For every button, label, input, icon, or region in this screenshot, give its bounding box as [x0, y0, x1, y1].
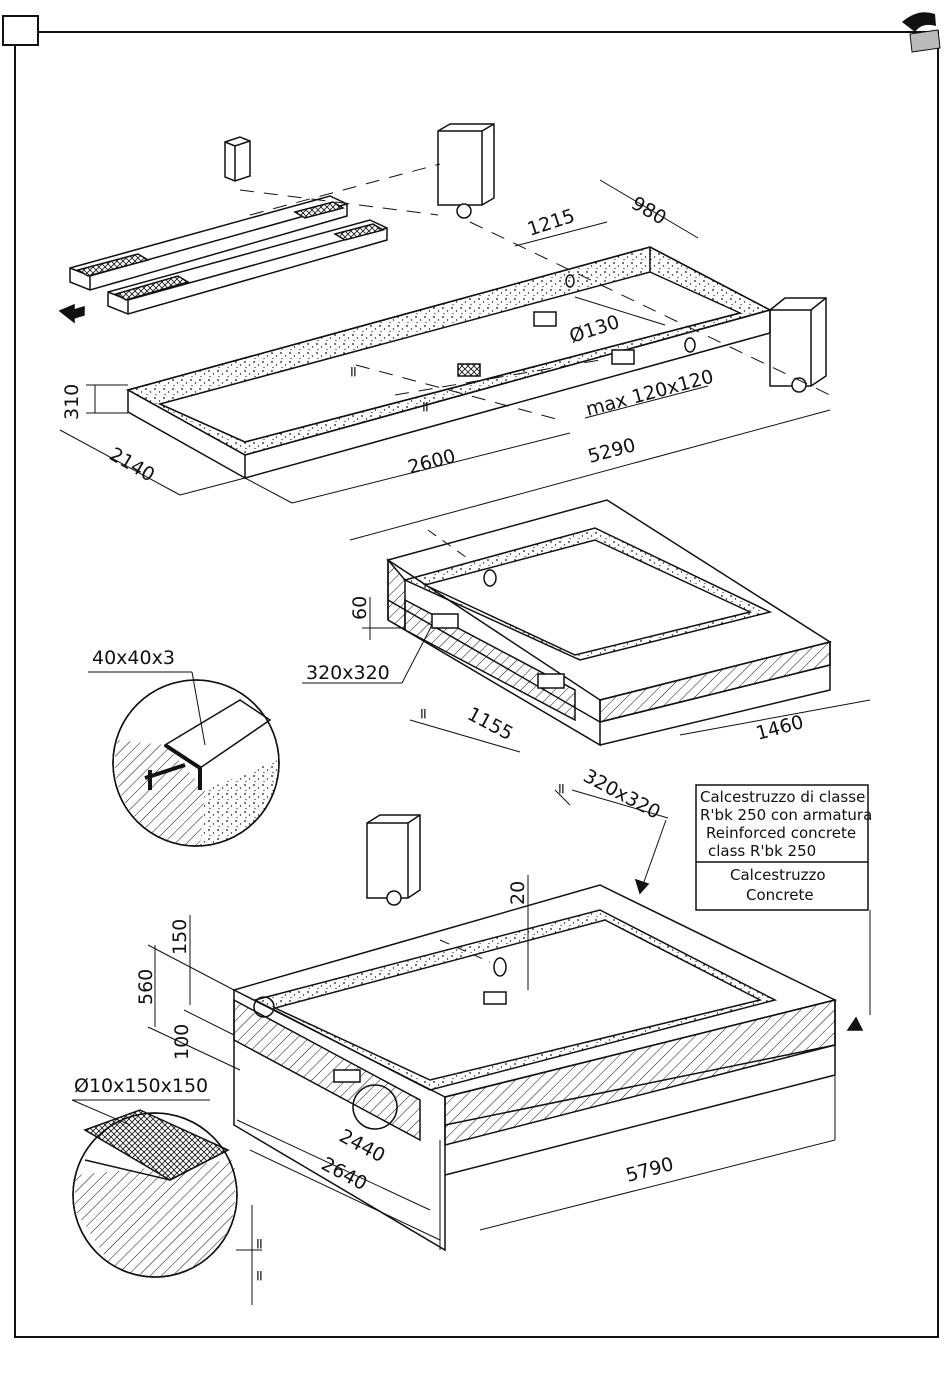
legend-concrete-italian: Calcestruzzo — [730, 866, 826, 884]
dim-mesh: Ø10x150x150 — [74, 1075, 208, 1097]
equal-mark: = — [416, 400, 434, 413]
dim-1155: 1155 — [464, 703, 517, 745]
dim-100: 100 — [171, 1024, 193, 1060]
dim-5290: 5290 — [586, 434, 638, 468]
dim-320-right: 320x320 — [580, 765, 664, 824]
equal-mark: = — [414, 707, 432, 720]
equal-mark: = — [344, 365, 362, 378]
equal-mark: = — [250, 1269, 268, 1282]
dim-320-left: 320x320 — [306, 662, 390, 684]
equal-mark: = — [552, 782, 570, 795]
rebar-mesh-detail — [72, 1100, 237, 1277]
dim-60: 60 — [349, 596, 371, 620]
dim-5790: 5790 — [624, 1153, 676, 1187]
dim-2140: 2140 — [106, 443, 159, 486]
dim-310: 310 — [61, 384, 83, 420]
legend-reinforced-english-2: class R'bk 250 — [708, 842, 816, 860]
angle-iron-detail — [88, 672, 279, 846]
dim-1215: 1215 — [525, 205, 578, 241]
top-pit-drawing — [60, 124, 830, 540]
dim-150: 150 — [169, 919, 191, 955]
legend-reinforced-english-1: Reinforced concrete — [706, 824, 856, 842]
legend-reinforced-italian-2: R'bk 250 con armatura — [700, 806, 872, 824]
dim-980: 980 — [628, 192, 670, 229]
equal-mark: = — [250, 1237, 268, 1250]
dim-1460: 1460 — [754, 711, 806, 745]
dim-angle-40: 40x40x3 — [92, 647, 175, 669]
dim-max-120: max 120x120 — [584, 366, 716, 421]
dim-20: 20 — [507, 881, 529, 905]
lift-runways — [60, 196, 387, 322]
legend-reinforced-italian-1: Calcestruzzo di classe — [700, 788, 865, 806]
dim-2640: 2640 — [318, 1153, 371, 1195]
dim-2600: 2600 — [406, 445, 458, 479]
middle-pit-drawing — [302, 500, 870, 818]
dim-560: 560 — [135, 969, 157, 1005]
legend-concrete-english: Concrete — [746, 886, 814, 904]
